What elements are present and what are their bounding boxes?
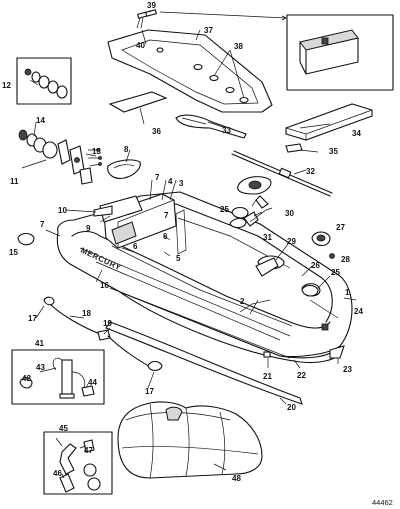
callout-27: 27: [336, 223, 345, 232]
callout-8: 8: [124, 145, 129, 154]
valve-27: [311, 231, 335, 259]
callout-30: 30: [285, 209, 294, 218]
hull-brand-label: MERCURY: [79, 246, 123, 273]
callout-35: 35: [329, 147, 338, 156]
callout-9: 9: [86, 224, 91, 233]
callout-4: 4: [168, 177, 173, 186]
callout-13: 13: [92, 147, 101, 156]
callout-7a: 7: [155, 173, 160, 182]
callout-41: 41: [35, 339, 44, 348]
callout-2: 2: [240, 297, 245, 306]
storage-bag: [117, 401, 263, 479]
leader-lines: [21, 10, 357, 479]
callout-5: 5: [176, 254, 181, 263]
callout-32: 32: [306, 167, 315, 176]
callout-18: 18: [82, 309, 91, 318]
callout-6b: 6: [163, 232, 168, 241]
callout-7c: 7: [40, 220, 45, 229]
seat-34: [285, 103, 373, 141]
callout-37: 37: [204, 26, 213, 35]
callout-21: 21: [263, 372, 272, 381]
valve-assembly: [18, 129, 102, 185]
callout-19: 19: [103, 319, 112, 328]
callout-17a: 17: [28, 314, 37, 323]
callout-3: 3: [179, 179, 184, 188]
callout-25a: 25: [220, 205, 229, 214]
callout-44: 44: [88, 378, 97, 387]
callout-16: 16: [100, 281, 109, 290]
callout-45: 45: [59, 424, 68, 433]
callout-46: 46: [53, 469, 62, 478]
handle-25b: [301, 284, 319, 297]
part-9-plate: [99, 195, 143, 223]
callout-42: 42: [22, 374, 31, 383]
callout-28: 28: [341, 255, 350, 264]
callout-1: 1: [345, 288, 350, 297]
oarlock-30: [237, 176, 272, 209]
part-8-cover: [107, 159, 141, 179]
seat-36: [108, 91, 168, 113]
boat-hull: [56, 191, 353, 364]
rope: [43, 296, 163, 372]
accessory-kit: [43, 431, 113, 495]
callout-31: 31: [263, 233, 272, 242]
pins-39: [136, 9, 158, 29]
callout-23: 23: [343, 365, 352, 374]
part-35: [285, 143, 303, 153]
callout-numbers: 1 2 3 4 5 6 6 7 7 7 8 9 10 11 12 13 14 1…: [2, 1, 363, 483]
oar-33: [175, 114, 247, 139]
callout-33: 33: [222, 126, 231, 135]
pump-kit: [11, 349, 105, 405]
repair-kit: [16, 57, 72, 105]
callout-48: 48: [232, 474, 241, 483]
callout-6a: 6: [133, 242, 138, 251]
plug-15: [17, 232, 35, 246]
part-10: [93, 205, 113, 217]
handle-25a: [231, 206, 249, 219]
callout-25b: 25: [331, 268, 340, 277]
callout-14: 14: [36, 116, 45, 125]
callout-29: 29: [287, 237, 296, 246]
callout-10: 10: [58, 206, 67, 215]
callout-17b: 17: [145, 387, 154, 396]
callout-24: 24: [354, 307, 363, 316]
callout-7b: 7: [164, 211, 169, 220]
callout-20: 20: [287, 403, 296, 412]
callout-47: 47: [84, 446, 93, 455]
callout-39: 39: [147, 1, 156, 10]
figure-id: 44462: [372, 498, 393, 507]
detail-inset: [159, 11, 394, 91]
callout-22: 22: [297, 371, 306, 380]
keel-strip: [105, 321, 303, 405]
callout-36: 36: [152, 127, 161, 136]
callout-12: 12: [2, 81, 11, 90]
oar-32: [231, 150, 333, 197]
callout-15: 15: [9, 248, 18, 257]
callout-43: 43: [36, 363, 45, 372]
callout-34: 34: [352, 129, 361, 138]
callout-40: 40: [136, 41, 145, 50]
callout-26: 26: [311, 261, 320, 270]
callout-11: 11: [10, 177, 19, 186]
callout-38: 38: [234, 42, 243, 51]
